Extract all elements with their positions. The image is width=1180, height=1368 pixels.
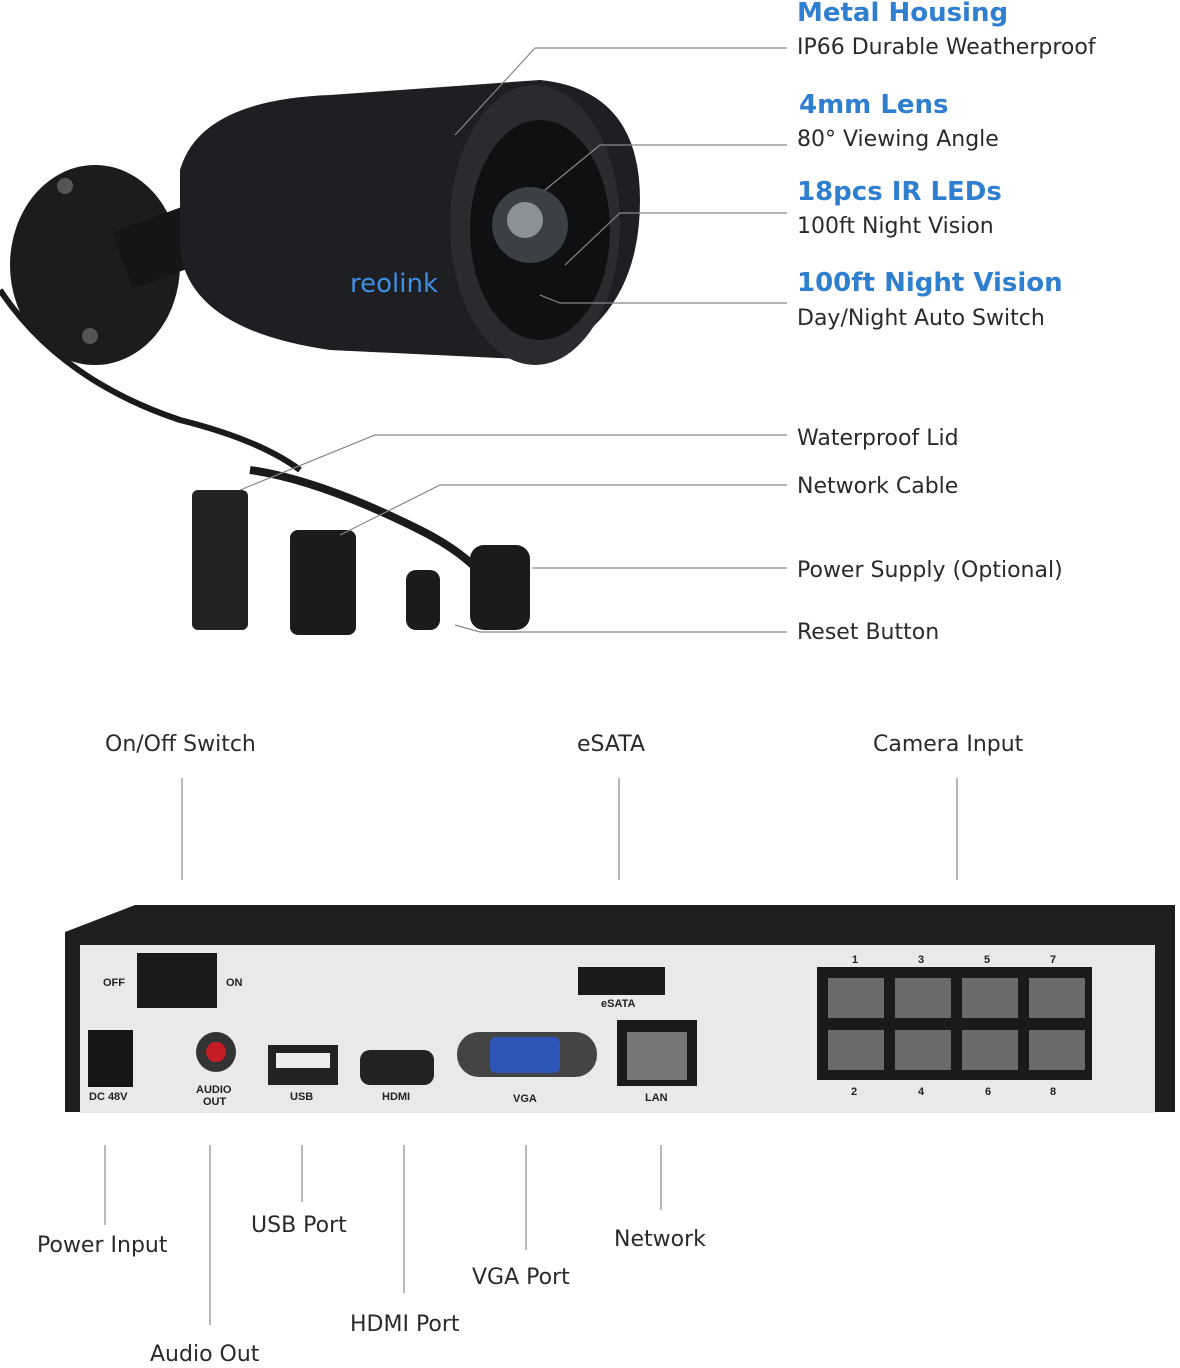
port-number: 4 bbox=[918, 1086, 925, 1098]
label-hdmi: HDMI bbox=[382, 1091, 410, 1103]
nvr-label-usb-port: USB Port bbox=[251, 1213, 347, 1238]
feature-desc: Day/Night Auto Switch bbox=[797, 306, 1045, 331]
nvr-back-panel: OFF ON DC 48V AUDIO OUT USB HDMI VGA eSA… bbox=[65, 905, 1175, 1113]
label-off: OFF bbox=[103, 977, 125, 989]
port-number: 2 bbox=[851, 1086, 857, 1098]
port-number: 3 bbox=[918, 954, 924, 966]
cable-label: Power Supply (Optional) bbox=[797, 558, 1063, 583]
nvr-label-camera-input: Camera Input bbox=[873, 732, 1024, 757]
port-number: 7 bbox=[1050, 954, 1056, 966]
nvr-label-vga-port: VGA Port bbox=[472, 1265, 570, 1290]
nvr-label-power-input: Power Input bbox=[37, 1233, 168, 1258]
label-esata: eSATA bbox=[601, 998, 635, 1010]
port-number: 5 bbox=[984, 954, 990, 966]
feature-desc: 100ft Night Vision bbox=[797, 214, 994, 239]
label-vga: VGA bbox=[513, 1093, 537, 1105]
label-usb: USB bbox=[290, 1091, 313, 1103]
brand-logo: reolink bbox=[350, 269, 438, 299]
feature-desc: IP66 Durable Weatherproof bbox=[797, 35, 1096, 60]
port-number: 8 bbox=[1050, 1086, 1056, 1098]
feature-title: Metal Housing bbox=[797, 0, 1009, 28]
cable-label: Network Cable bbox=[797, 474, 959, 499]
nvr-label-hdmi-port: HDMI Port bbox=[350, 1312, 460, 1337]
camera-illustration: reolink bbox=[0, 80, 640, 635]
label-audio-out: OUT bbox=[203, 1096, 227, 1108]
port-number: 1 bbox=[852, 954, 858, 966]
label-dc: DC 48V bbox=[89, 1091, 128, 1103]
label-lan: LAN bbox=[645, 1092, 668, 1104]
cable-label: Waterproof Lid bbox=[797, 426, 959, 451]
cable-label: Reset Button bbox=[797, 620, 940, 645]
port-number: 6 bbox=[985, 1086, 991, 1098]
nvr-label-esata: eSATA bbox=[577, 732, 646, 757]
feature-desc: 80° Viewing Angle bbox=[797, 127, 999, 152]
nvr-label-on-off-switch: On/Off Switch bbox=[105, 732, 256, 757]
label-audio: AUDIO bbox=[196, 1084, 232, 1096]
feature-title: 18pcs IR LEDs bbox=[797, 177, 1002, 207]
feature-title: 4mm Lens bbox=[799, 90, 949, 120]
nvr-label-network: Network bbox=[614, 1227, 706, 1252]
feature-title: 100ft Night Vision bbox=[797, 268, 1063, 298]
label-on: ON bbox=[226, 977, 243, 989]
nvr-label-audio-out: Audio Out bbox=[150, 1342, 260, 1367]
